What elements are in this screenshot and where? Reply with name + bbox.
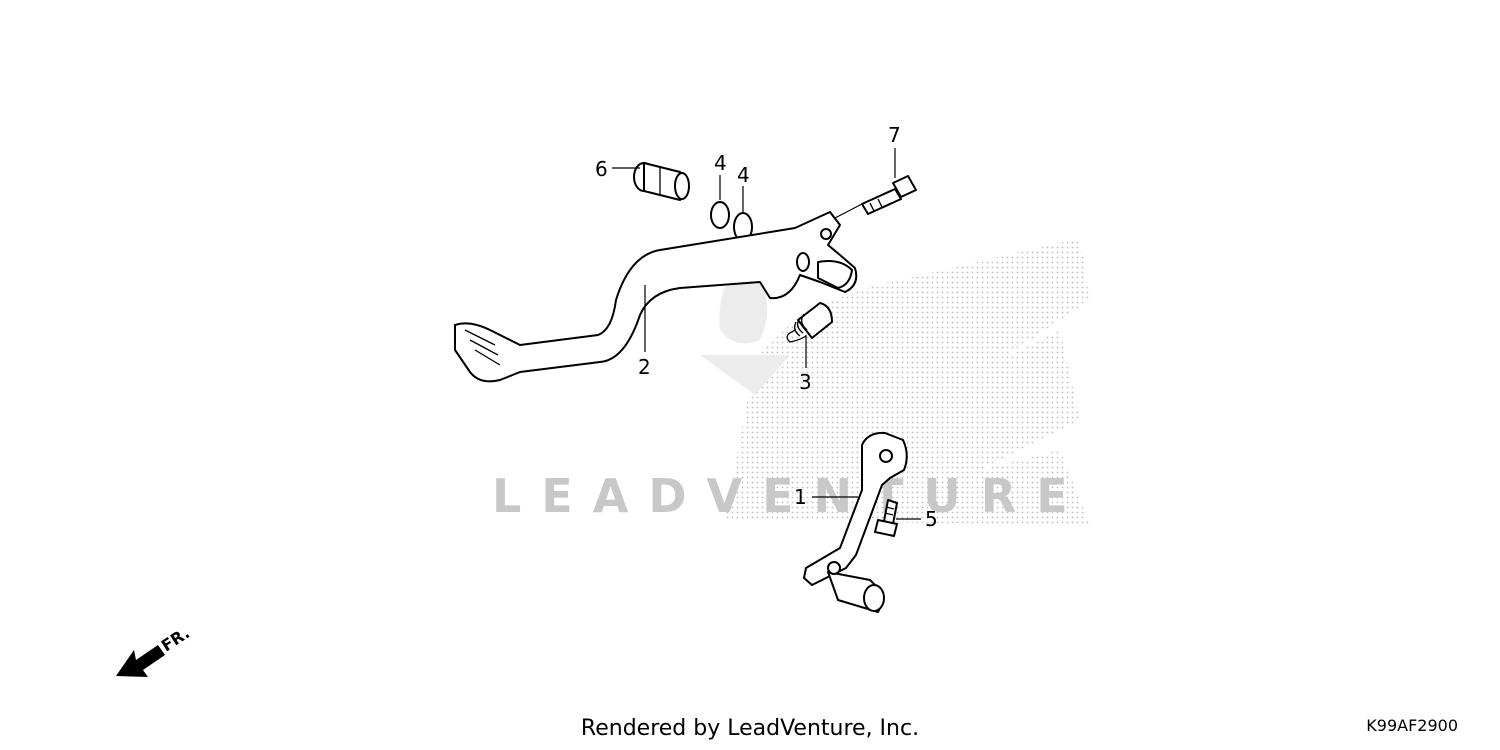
part-5-bolt[interactable]: [874, 499, 898, 537]
callout-part-7: 7: [888, 123, 901, 147]
front-direction-indicator: FR.: [116, 623, 193, 677]
leader-lines: [612, 148, 921, 520]
part-3-return-spring[interactable]: [786, 302, 833, 343]
callout-part-4-left: 4: [714, 151, 727, 175]
watermark-flame-logo: [700, 250, 790, 395]
part-4-o-ring-left[interactable]: [710, 201, 730, 229]
callout-part-3: 3: [799, 370, 812, 394]
footer-credit: Rendered by LeadVenture, Inc.: [580, 716, 920, 741]
front-label: FR.: [158, 623, 193, 655]
callout-part-1: 1: [794, 485, 807, 509]
part-1-shift-lever[interactable]: [803, 431, 908, 613]
part-6-pivot-collar[interactable]: [633, 162, 690, 201]
part-2-brake-pedal[interactable]: [454, 211, 858, 383]
callout-part-2: 2: [638, 355, 651, 379]
callout-part-5: 5: [925, 507, 938, 531]
part-7-bolt[interactable]: [861, 175, 917, 215]
arrow-left-down-icon: [116, 645, 165, 677]
callout-part-6: 6: [595, 157, 608, 181]
callout-part-4-right: 4: [737, 163, 750, 187]
diagram-code: K99AF2900: [1366, 716, 1458, 735]
watermark-text: LEADVENTURE: [492, 469, 1088, 523]
